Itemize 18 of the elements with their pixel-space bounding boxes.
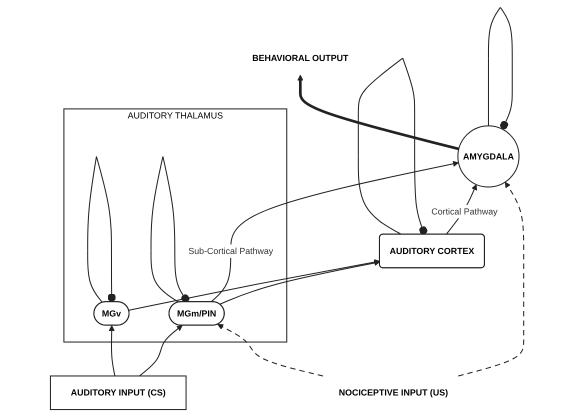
node-box: AUDITORY INPUT (CS) bbox=[50, 375, 186, 410]
arrow bbox=[128, 259, 380, 311]
edge-label: Sub-Cortical Pathway bbox=[188, 246, 274, 256]
connector bbox=[150, 156, 190, 303]
arrow bbox=[217, 324, 324, 376]
connector bbox=[87, 156, 116, 303]
arrow bbox=[108, 325, 116, 376]
arrow bbox=[458, 182, 524, 376]
node-circle: AMYGDALA bbox=[457, 125, 520, 188]
arrow bbox=[139, 325, 183, 376]
arrow bbox=[220, 260, 380, 305]
connector bbox=[358, 58, 428, 235]
node-text: NOCICEPTIVE INPUT (US) bbox=[338, 388, 448, 398]
edge-label: Cortical Pathway bbox=[431, 206, 498, 216]
connector bbox=[488, 7, 513, 130]
arrow bbox=[297, 74, 460, 150]
node-text: BEHAVIORAL OUTPUT bbox=[252, 52, 348, 64]
arrow bbox=[210, 160, 459, 302]
